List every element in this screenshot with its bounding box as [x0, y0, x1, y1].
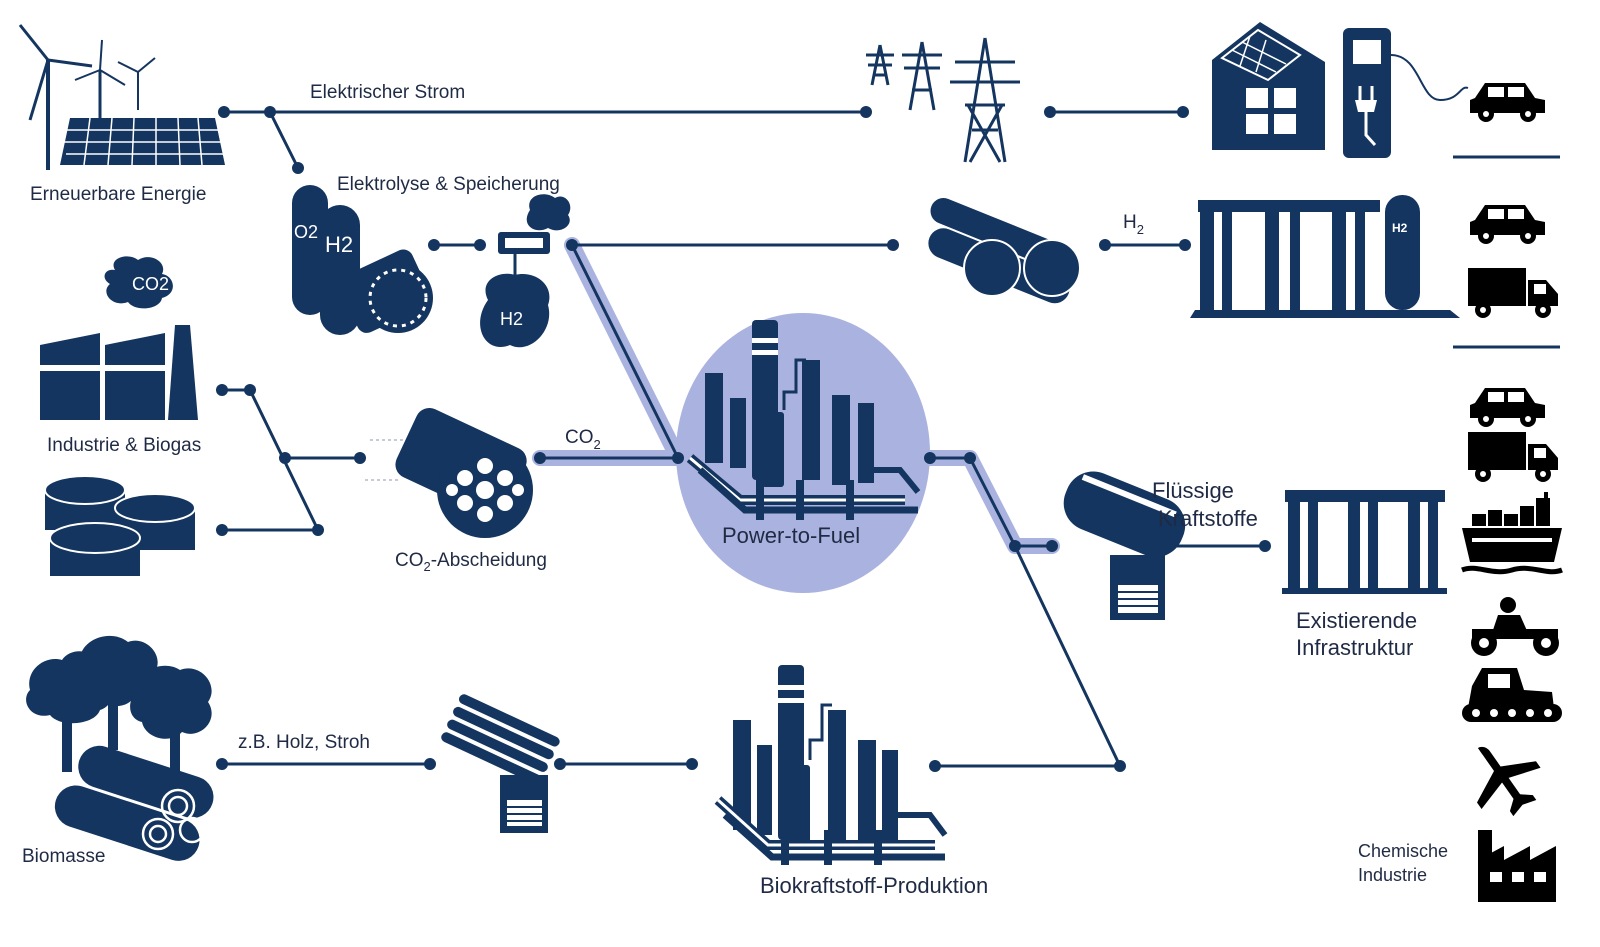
label-existierende-1: Existierende [1296, 608, 1417, 633]
quad-icon [1471, 597, 1559, 656]
hydrogen-storage-icon: H2 [480, 194, 571, 348]
label-fluessige-2: Kraftstoffe [1158, 506, 1258, 531]
co2-capture-icon [365, 407, 533, 538]
car-icon [1470, 388, 1545, 427]
wind-solar-icon [18, 24, 225, 170]
label-chemische-2: Industrie [1358, 865, 1427, 885]
connection-lines [222, 110, 1560, 768]
icon-o2-label: O2 [294, 222, 318, 242]
power-pylon-icon [866, 37, 1020, 163]
station-h2-label: H2 [1392, 221, 1408, 235]
label-co2-flow: CO2 [565, 427, 601, 452]
label-elektrolyse: Elektrolyse & Speicherung [337, 174, 560, 195]
icon-h2-label: H2 [325, 232, 353, 257]
label-erneuerbare: Erneuerbare Energie [30, 184, 206, 205]
tractor-icon [1462, 668, 1562, 722]
airplane-icon [1476, 746, 1541, 817]
label-holz: z.B. Holz, Stroh [238, 732, 370, 753]
car-icon [1470, 83, 1545, 122]
factory-icon: CO2 [40, 256, 198, 420]
label-strom: Elektrischer Strom [310, 82, 465, 103]
tanker-truck-icon [1063, 471, 1186, 620]
label-co2-abscheidung: CO2-Abscheidung [395, 550, 547, 574]
fuel-station-icon [1282, 490, 1447, 594]
label-biokraftstoff: Biokraftstoff-Produktion [760, 873, 988, 898]
pipeline-icon [928, 197, 1081, 304]
cloud-co2-label: CO2 [132, 274, 169, 294]
forest-logs-icon [26, 635, 214, 861]
house-charger-icon [1212, 22, 1469, 158]
label-fluessige-1: Flüssige [1152, 478, 1234, 503]
label-existierende-2: Infrastruktur [1296, 635, 1413, 660]
refinery-icon [686, 320, 921, 520]
label-biomasse: Biomasse [22, 846, 105, 867]
label-chemische-1: Chemische [1358, 841, 1448, 861]
ship-icon [1461, 492, 1563, 575]
wood-transport-icon [441, 694, 560, 833]
h2-fuel-station-icon: H2 [1190, 195, 1460, 318]
label-power-to-fuel: Power-to-Fuel [722, 523, 860, 548]
electrolyser-tank-icon: O2 H2 [292, 185, 433, 335]
label-h2-top: H2 [1123, 212, 1144, 237]
truck-icon [1468, 432, 1558, 482]
car-icon [1470, 205, 1545, 244]
chemical-factory-icon [1478, 830, 1556, 902]
bio-refinery-icon [714, 665, 948, 865]
truck-icon [1468, 268, 1558, 318]
biogas-tank-icon [44, 475, 196, 576]
storage-h2-label: H2 [500, 309, 523, 329]
label-industrie: Industrie & Biogas [47, 435, 201, 456]
